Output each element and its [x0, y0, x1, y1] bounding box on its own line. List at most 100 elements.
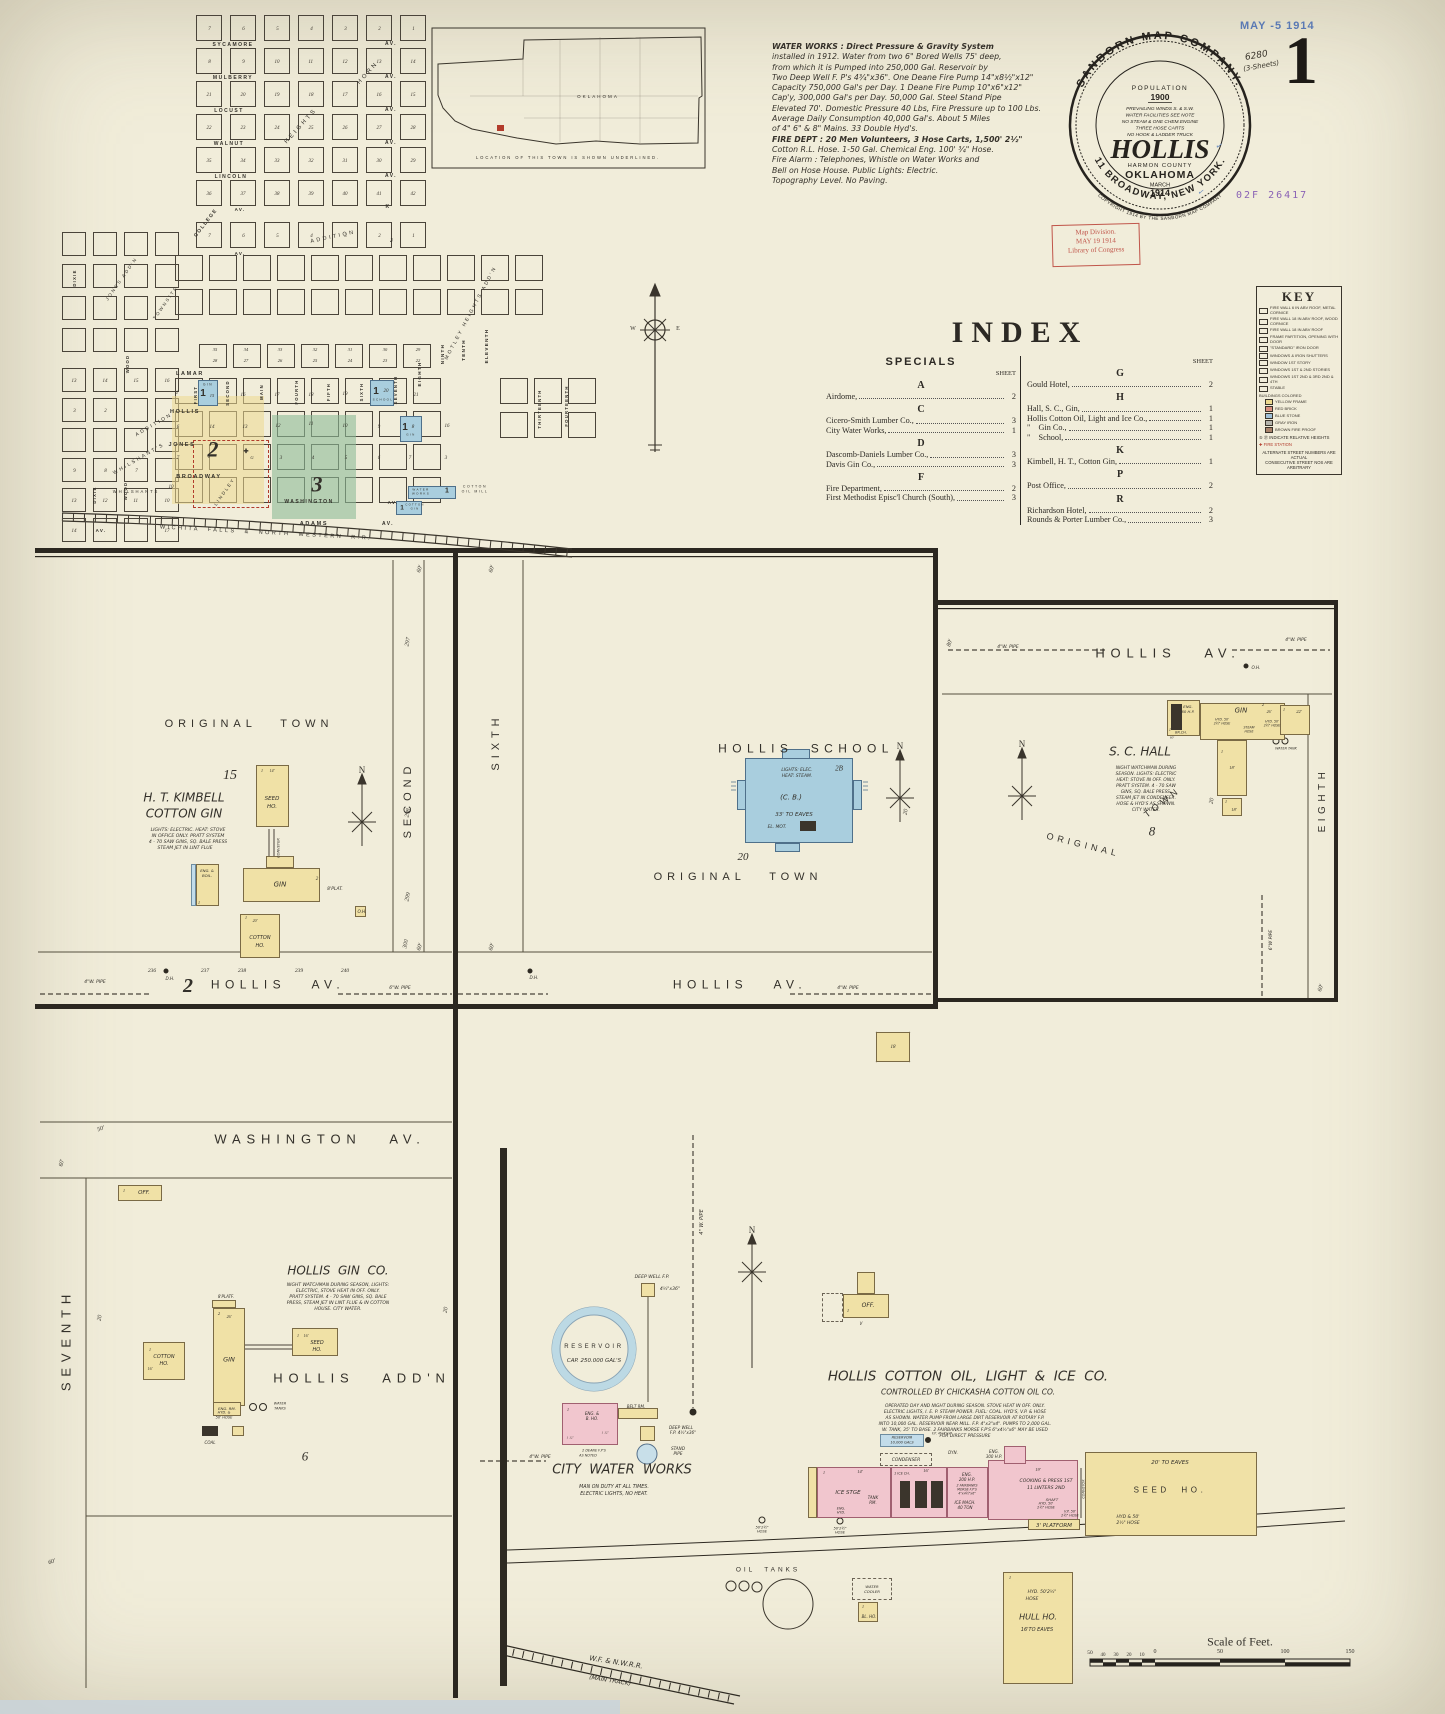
sanborn-seal: SANBORN MAP COMPANY. 11 BROADWAY, NEW YO…: [1068, 30, 1252, 221]
scale-bar: [1089, 1658, 1351, 1667]
note-line: Cotton R.L. Hose. 1-50 Gal. Chemical Eng…: [772, 144, 994, 154]
index-entry-part: Hollis Cotton Oil, Light and Ice Co.,: [1027, 413, 1148, 423]
sheet-number: 1: [1284, 22, 1318, 98]
panel-borders: [35, 548, 1338, 1698]
compass-small: [348, 746, 1036, 1368]
lc-stamp-line3: Library of Congress: [1067, 245, 1125, 255]
key-colors-intro: BUILDINGS COLORED: [1259, 392, 1302, 398]
index-entry-part: " Gin Co.,: [1027, 423, 1067, 433]
key-heights-note: ⑤ ㉗ INDICATE RELATIVE HEIGHTS: [1259, 435, 1330, 441]
key-color-label: GRAY IRON: [1275, 419, 1298, 425]
index-entry-part: [1071, 386, 1201, 388]
key-color-swatch: [1265, 413, 1273, 420]
index-entry-part: " School,: [1027, 432, 1064, 442]
index-entry: City Water Works, 1: [826, 426, 1016, 435]
index-entry-part: Davis Gin Co.,: [826, 459, 876, 469]
note-line: Bell on Hose House. Public Lights: Elect…: [772, 165, 939, 175]
index-entry-part: Post Office,: [1027, 481, 1066, 491]
water-works-notes: WATER WORKS : Direct Pressure & Gravity …: [772, 42, 1078, 186]
street-lines: [38, 560, 1332, 1688]
index-entry: Fire Department,2: [826, 484, 1016, 493]
key-symbol: [1259, 367, 1268, 374]
index-entry-part: [1128, 521, 1201, 523]
note-line: WATER WORKS : Direct Pressure & Gravity …: [772, 42, 994, 51]
key-symbol: [1259, 385, 1268, 392]
index-entry-part: City Water Works,: [826, 425, 887, 435]
index-letter: C: [917, 404, 925, 416]
compass-rose-main: [640, 282, 670, 452]
seal-ring-top: SANBORN MAP COMPANY.: [1074, 30, 1243, 89]
index-entry-part: 1: [1011, 425, 1016, 435]
index-entry-part: 2: [1208, 380, 1213, 389]
index-entry-part: Kimbell, H. T., Cotton Gin,: [1027, 457, 1117, 467]
index-specials-header: SPECIALS: [885, 356, 957, 368]
index-entry-part: 3: [1011, 450, 1016, 460]
key-symbol: [1259, 327, 1268, 334]
index-entry-part: Fire Department,: [826, 484, 882, 494]
seal-line3: NO STEAM & ONE CHEM.ENGINE: [1122, 119, 1199, 125]
index-sheet-header-right: SHEET: [1192, 358, 1213, 365]
index-entry: Rounds & Porter Lumber Co.,3: [1027, 515, 1213, 524]
index-entry-part: Richardson Hotel,: [1027, 505, 1087, 515]
note-line: Elevated 70'. Domestic Pressure 40 Lbs, …: [772, 103, 1042, 113]
index-letter: K: [1116, 445, 1124, 457]
index-letter: F: [917, 472, 925, 484]
key-row-label: WINDOWS 1ST & 2ND STORIES: [1270, 367, 1331, 373]
key-row: WINDOWS 1ST 2ND & 3RD 2ND & 4TH: [1259, 374, 1339, 384]
key-row-label: WINDOWS 1ST 2ND & 3RD 2ND & 4TH: [1270, 374, 1334, 384]
key-row: WINDOWS 1ST & 2ND STORIES: [1259, 367, 1339, 374]
index-entry-part: [859, 398, 1004, 400]
index-entry-part: [877, 466, 1004, 468]
index-entry: Hall, S. C., Gin,1: [1027, 404, 1213, 413]
accession-stamp: 02F 26417: [1236, 190, 1309, 201]
note-line: Fire Alarm : Telephones, Whistle on Wate…: [772, 155, 980, 165]
key-color-label: YELLOW FRAME: [1275, 398, 1307, 404]
index-entry-part: [1068, 429, 1201, 431]
index-entry-part: 2: [1208, 481, 1213, 491]
key-row-label: FIRE WALL 6 IN ABV ROOF, METAL CORNICE: [1270, 305, 1336, 315]
key-color-swatch: [1265, 420, 1273, 427]
index-entry-part: 1: [1208, 432, 1213, 442]
index-entry: " School, 1: [1027, 433, 1213, 442]
index-entry-part: Hall, S. C., Gin,: [1027, 404, 1080, 414]
index-entry-part: [1067, 487, 1201, 489]
index-entry-part: [1149, 420, 1201, 422]
seal-pop-year: 1900: [1151, 92, 1170, 102]
key-color-swatch: [1265, 399, 1273, 406]
seal-line1: PREVAILING WINDS S. & S.W.: [1126, 106, 1194, 112]
key-title: KEY: [1281, 289, 1317, 304]
note-line: of 4" 6" & 8" Mains. 33 Double Hyd's.: [772, 124, 918, 134]
school-stairs: [731, 781, 868, 791]
key-row-label: "STANDARD" IRON DOOR: [1270, 345, 1319, 351]
index-entry-part: [1065, 439, 1201, 441]
index-entry: Post Office, 2: [1027, 481, 1213, 490]
key-row: STABLE: [1259, 385, 1339, 392]
index-entry-part: [1081, 410, 1201, 412]
note-line: Average Daily Consumption 40,000 Gal's. …: [772, 114, 991, 124]
received-date-stamp: MAY -5 1914: [1240, 20, 1315, 32]
index-sheet-header: SHEET: [995, 370, 1016, 377]
note-line: from which it is Pumped into 250,000 Gal…: [772, 62, 988, 72]
key-symbol: [1259, 360, 1268, 367]
seal-population: POPULATION: [1132, 85, 1188, 92]
index-entry-part: [1119, 463, 1201, 465]
key-color-row: YELLOW FRAME: [1259, 398, 1339, 406]
key-row: FRAME PARTITION, OPENING WITH DOOR: [1259, 334, 1339, 344]
note-line: FIRE DEPT : 20 Men Volunteers, 3 Hose Ca…: [772, 134, 1023, 144]
index-entry-part: [888, 432, 1004, 434]
note-line: Cap'y, 300,000 Gal's per Day. 50,000 Gal…: [772, 93, 1002, 103]
key-row-label: FIRE WALL 18 IN ABV ROOF, WOOD CORNICE: [1270, 315, 1338, 326]
key-row: WINDOWS & IRON SHUTTERS: [1259, 352, 1339, 359]
note-line: Two Deep Well F. P's 4¾"x36". One Deane …: [772, 72, 1034, 82]
index-entry: Gould Hotel,2: [1027, 380, 1213, 389]
index-entry-part: 3: [1011, 416, 1016, 426]
scan-edge-tint: [0, 1700, 620, 1714]
index-entry-part: 3: [1208, 515, 1213, 525]
library-of-congress-stamp: Map Division. MAY 19 1914 Library of Con…: [1051, 222, 1141, 268]
index-entry-part: Dascomb-Daniels Lumber Co.,: [826, 450, 929, 460]
key-footnote-1: ALTERNATE STREET NUMBERS ARE ACTUAL: [1262, 449, 1336, 460]
